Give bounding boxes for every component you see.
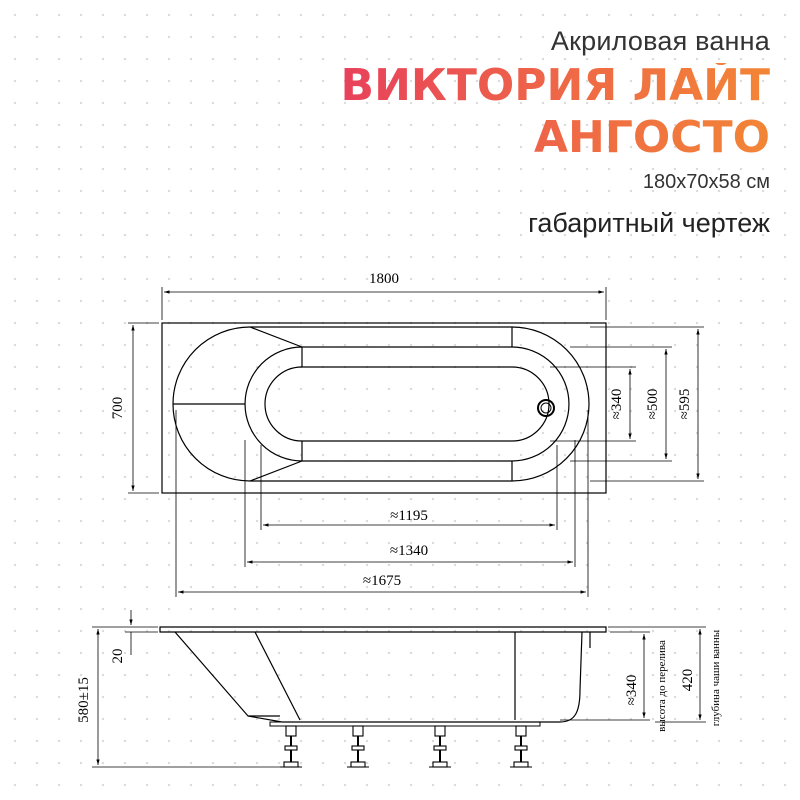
side-view-labels: 580±15 20 ≈340 высота до перелива 420 гл… bbox=[76, 629, 722, 732]
inner-length-1675-label: ≈1675 bbox=[363, 573, 401, 589]
support-frame bbox=[269, 721, 541, 727]
product-header: Акриловая ванна ВИКТОРИЯ ЛАЙТ АНГОСТО 18… bbox=[341, 26, 770, 239]
product-name-line2: АНГОСТО bbox=[341, 115, 770, 161]
rim-thickness-label: 20 bbox=[110, 649, 126, 664]
bowl-depth-caption: глубина чаши ванны bbox=[710, 629, 722, 726]
product-dimensions: 180x70x58 см bbox=[642, 171, 770, 193]
outer-rim bbox=[161, 322, 607, 494]
side-view bbox=[159, 626, 607, 727]
inner-length-1195-label: ≈1195 bbox=[390, 508, 428, 524]
width-label: 700 bbox=[110, 397, 126, 420]
legs bbox=[280, 725, 532, 768]
drawing-title: габаритный чертеж bbox=[528, 208, 770, 238]
side-view-dimensions bbox=[92, 610, 706, 768]
top-view bbox=[161, 322, 607, 494]
bowl-outline bbox=[174, 631, 583, 723]
drain-hole bbox=[537, 399, 555, 417]
product-name-line1: ВИКТОРИЯ ЛАЙТ bbox=[340, 60, 770, 111]
overflow-caption: высота до перелива bbox=[656, 640, 668, 732]
bottom-contour bbox=[264, 366, 550, 442]
top-view-labels: 1800 700 ≈340 ≈500 ≈595 ≈1195 ≈1340 ≈167… bbox=[110, 271, 693, 589]
middle-bowl bbox=[244, 346, 570, 462]
inner-width-595-label: ≈595 bbox=[677, 389, 693, 420]
top-view-dimensions bbox=[128, 287, 704, 597]
length-label: 1800 bbox=[369, 271, 399, 287]
leg bbox=[429, 725, 451, 768]
overflow-height-label: ≈340 bbox=[624, 675, 640, 706]
leg bbox=[280, 725, 302, 768]
product-type: Акриловая ванна bbox=[550, 26, 770, 56]
inner-length-1340-label: ≈1340 bbox=[390, 543, 428, 559]
bowl-depth-label: 420 bbox=[680, 669, 696, 692]
inner-width-340-label: ≈340 bbox=[609, 389, 625, 420]
inner-width-500-label: ≈500 bbox=[645, 389, 661, 420]
leg bbox=[510, 725, 532, 768]
rim-profile bbox=[159, 626, 607, 633]
leg bbox=[347, 725, 369, 768]
total-height-label: 580±15 bbox=[76, 677, 92, 723]
